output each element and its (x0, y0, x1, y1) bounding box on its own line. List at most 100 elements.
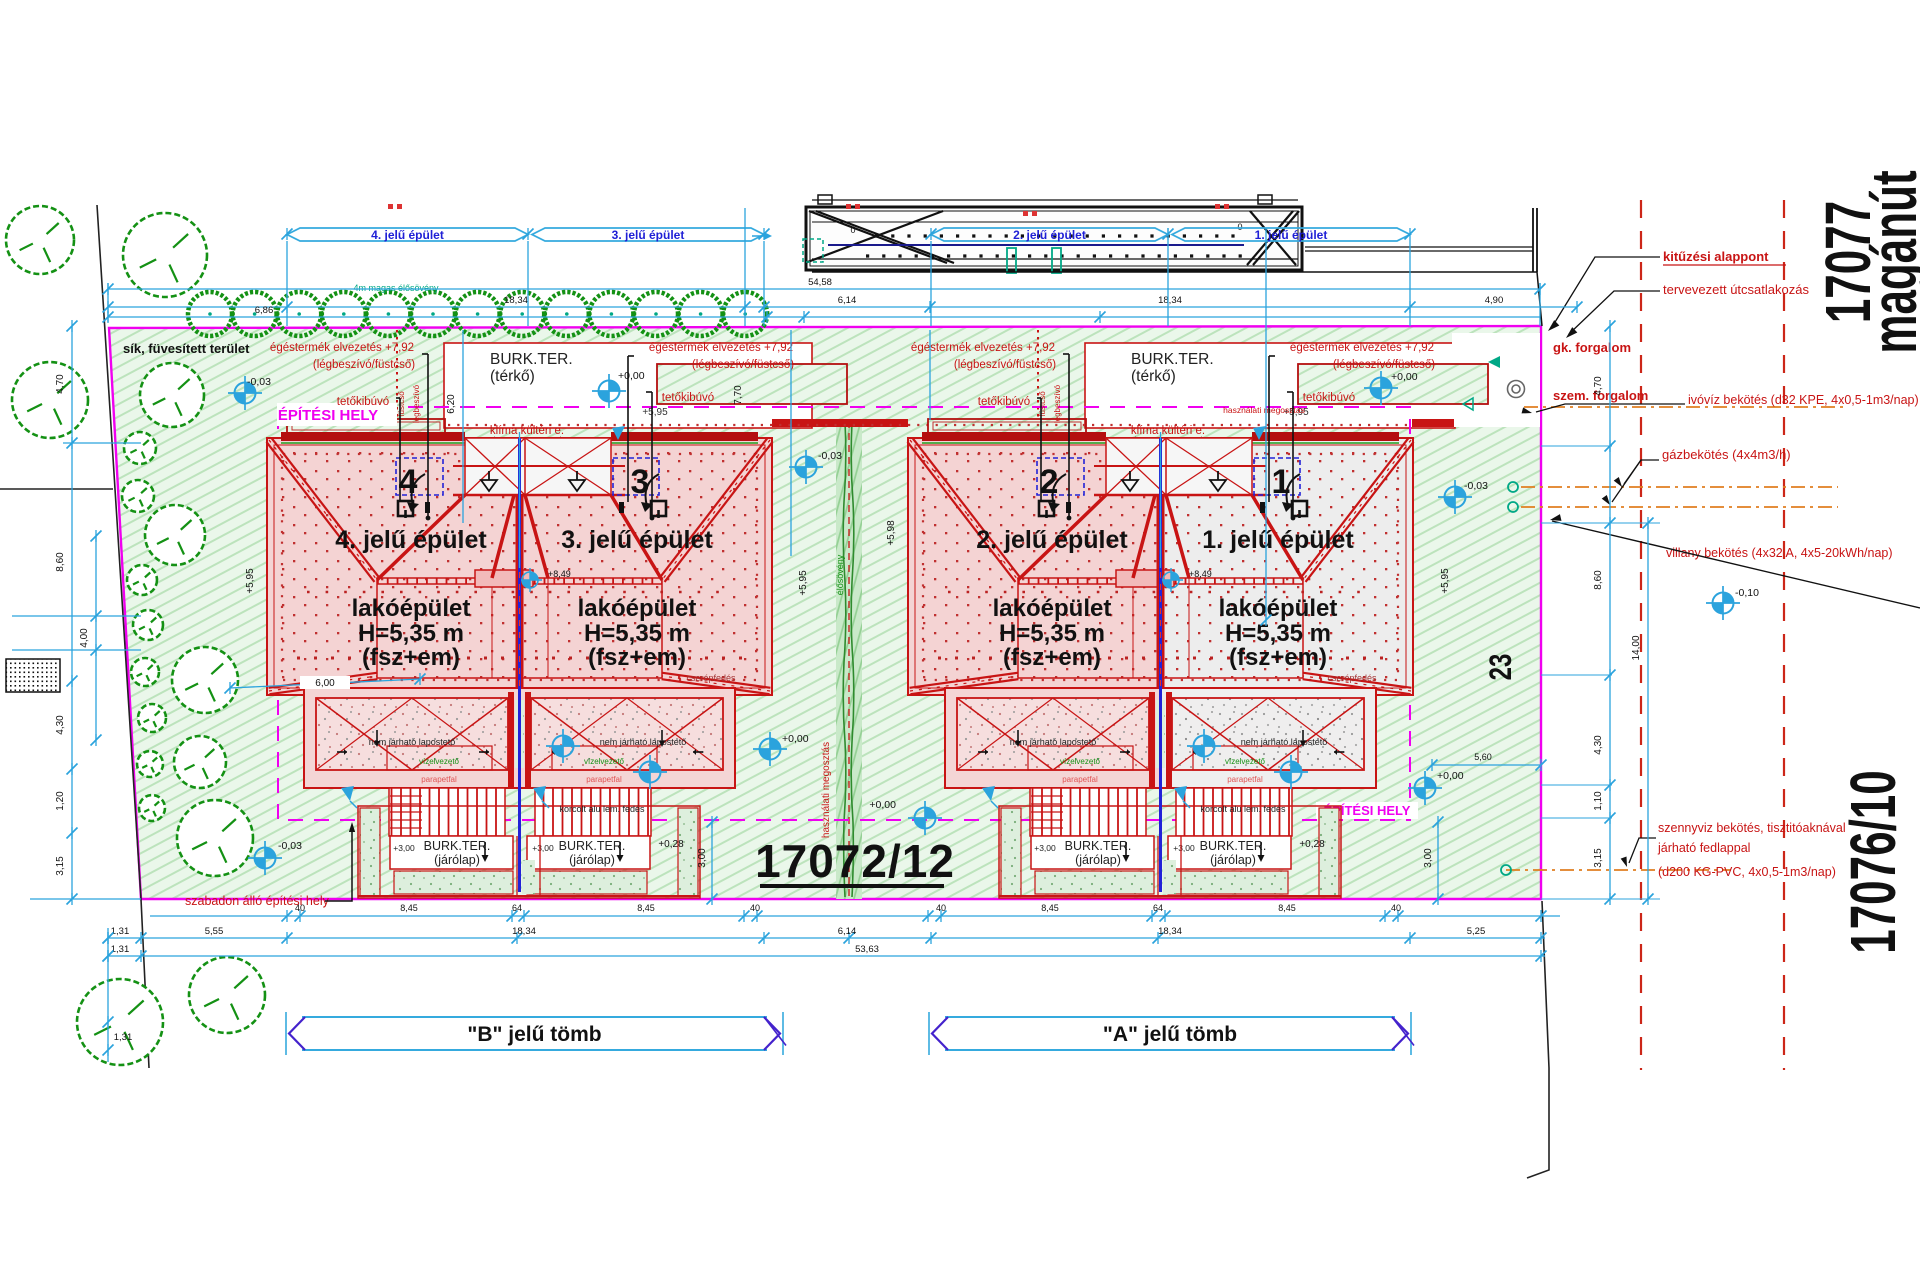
svg-text:lakóépület: lakóépület (352, 595, 471, 622)
svg-text:+5,95: +5,95 (1440, 568, 1451, 594)
svg-text:23: 23 (1483, 654, 1518, 681)
svg-text:(fsz+em): (fsz+em) (362, 644, 460, 671)
svg-text:54,58: 54,58 (808, 277, 832, 288)
svg-text:8,45: 8,45 (400, 903, 418, 913)
svg-text:6,86: 6,86 (255, 305, 274, 316)
svg-text:+0,00: +0,00 (869, 799, 896, 811)
svg-text:18,34: 18,34 (512, 926, 536, 937)
svg-text:ivóvíz bekötés (d32 KPE, 4x0,5: ivóvíz bekötés (d32 KPE, 4x0,5-1m3/nap) (1688, 393, 1919, 407)
svg-text:"B" jelű tömb: "B" jelű tömb (467, 1023, 601, 1046)
svg-text:korcolt alu lem. fedés: korcolt alu lem. fedés (559, 804, 645, 814)
svg-text:gk. forgalom: gk. forgalom (1553, 340, 1631, 355)
svg-text:(járólap): (járólap) (569, 853, 615, 867)
svg-text:+3,00: +3,00 (532, 843, 554, 853)
svg-text:18,34: 18,34 (504, 295, 528, 306)
svg-text:2. jelű épület: 2. jelű épület (976, 526, 1128, 554)
svg-text:(fsz+em): (fsz+em) (1003, 644, 1101, 671)
svg-text:3. jelű épület: 3. jelű épület (612, 228, 685, 242)
svg-text:-0,10: -0,10 (1735, 587, 1759, 599)
svg-text:"A" jelű tömb: "A" jelű tömb (1103, 1023, 1237, 1046)
svg-text:40: 40 (750, 903, 760, 913)
svg-text:64: 64 (512, 903, 522, 913)
svg-text:4. jelű épület: 4. jelű épület (371, 228, 444, 242)
svg-text:3. jelű épület: 3. jelű épület (561, 526, 713, 554)
svg-text:+3,00: +3,00 (1034, 843, 1056, 853)
svg-text:+0,00: +0,00 (618, 370, 645, 382)
svg-text:szennyviz bekötés, tisztitóakn: szennyviz bekötés, tisztitóaknával (1658, 821, 1846, 835)
svg-text:lakóépület: lakóépület (578, 595, 697, 622)
svg-text:(járólap): (járólap) (434, 853, 480, 867)
svg-text:6,00: 6,00 (315, 678, 335, 689)
svg-text:(légbeszívó/füstcső): (légbeszívó/füstcső) (313, 359, 415, 371)
svg-text:(d200 KG-PVC, 4x0,5-1m3/nap): (d200 KG-PVC, 4x0,5-1m3/nap) (1658, 865, 1836, 879)
svg-text:parapetfal: parapetfal (586, 775, 622, 784)
svg-text:4,70: 4,70 (1593, 376, 1604, 396)
svg-text:égéstermék elvezetés +7,92: égéstermék elvezetés +7,92 (911, 342, 1055, 354)
svg-text:1,10: 1,10 (1593, 791, 1604, 811)
svg-text:cserépfedés: cserépfedés (1327, 673, 1377, 683)
svg-text:BURK.TER.: BURK.TER. (1131, 351, 1214, 368)
svg-text:1,20: 1,20 (55, 791, 66, 811)
svg-text:4. jelű épület: 4. jelű épület (335, 526, 487, 554)
svg-text:nem járható lapostető: nem járható lapostető (600, 737, 687, 747)
svg-text:-0,03: -0,03 (247, 376, 271, 388)
svg-text:5,55: 5,55 (205, 926, 224, 937)
svg-text:villany bekötés (4x32 A, 4x5-2: villany bekötés (4x32 A, 4x5-20kWh/nap) (1666, 546, 1893, 560)
svg-text:17077: 17077 (1812, 201, 1884, 323)
svg-text:nem járható lapostető: nem járható lapostető (1010, 737, 1097, 747)
svg-text:(fsz+em): (fsz+em) (588, 644, 686, 671)
svg-text:1,31: 1,31 (111, 926, 130, 937)
svg-text:élősövény: élősövény (835, 554, 845, 595)
svg-text:(térkő): (térkő) (1131, 368, 1176, 385)
svg-text:BURK.TER.: BURK.TER. (1200, 839, 1267, 853)
svg-text:+0,28: +0,28 (658, 839, 684, 850)
svg-text:2. jelű épület: 2. jelű épület (1013, 228, 1086, 242)
svg-text:gázbekötés (4x4m3/h): gázbekötés (4x4m3/h) (1662, 447, 1791, 462)
svg-text:parapetfal: parapetfal (421, 775, 457, 784)
svg-text:BURK.TER.: BURK.TER. (490, 351, 573, 368)
svg-text:8,45: 8,45 (637, 903, 655, 913)
svg-text:-0,03: -0,03 (1464, 480, 1488, 492)
svg-text:szem. forgalom: szem. forgalom (1553, 388, 1648, 403)
svg-text:8,60: 8,60 (1593, 570, 1604, 590)
svg-text:(fsz+em): (fsz+em) (1229, 644, 1327, 671)
svg-text:BURK.TER.: BURK.TER. (1065, 839, 1132, 853)
svg-text:40: 40 (1391, 903, 1401, 913)
svg-text:tervevezett útcsatlakozás: tervevezett útcsatlakozás (1663, 282, 1809, 297)
svg-text:korcolt alu lem. fedés: korcolt alu lem. fedés (1200, 804, 1286, 814)
svg-text:(légbeszívó/füstcső): (légbeszívó/füstcső) (1333, 359, 1435, 371)
svg-text:H=5,35 m: H=5,35 m (1225, 620, 1331, 647)
svg-text:1,31: 1,31 (111, 944, 130, 955)
svg-text:+0,00: +0,00 (1437, 770, 1464, 782)
svg-text:4,90: 4,90 (1485, 295, 1504, 306)
svg-text:nem járható lapostető: nem járható lapostető (369, 737, 456, 747)
svg-text:7,70: 7,70 (733, 385, 744, 405)
svg-text:0: 0 (850, 225, 855, 235)
svg-text:parapetfal: parapetfal (1062, 775, 1098, 784)
svg-text:égéstermék elvezetés +7,92: égéstermék elvezetés +7,92 (649, 342, 793, 354)
svg-text:H=5,35 m: H=5,35 m (999, 620, 1105, 647)
svg-text:3,15: 3,15 (1593, 848, 1604, 868)
svg-text:légbeszívó: légbeszívó (1053, 384, 1062, 423)
svg-text:használati megosztás: használati megosztás (1223, 405, 1305, 415)
svg-text:tetőkibúvó: tetőkibúvó (662, 392, 714, 404)
svg-text:18,34: 18,34 (1158, 926, 1182, 937)
svg-text:tetőkibúvó: tetőkibúvó (337, 396, 389, 408)
svg-text:használati megosztás: használati megosztás (821, 742, 832, 838)
svg-text:füstcső: füstcső (1038, 391, 1047, 417)
svg-text:5,25: 5,25 (1467, 926, 1486, 937)
svg-text:kitűzési alappont: kitűzési alappont (1663, 249, 1769, 264)
svg-text:sík, füvesített terület: sík, füvesített terület (123, 341, 250, 356)
svg-text:4,00: 4,00 (79, 628, 90, 648)
svg-text:magánút: magánút (1858, 170, 1920, 353)
svg-text:18,34: 18,34 (1158, 295, 1182, 306)
svg-text:4,30: 4,30 (55, 715, 66, 735)
svg-text:3: 3 (631, 463, 650, 501)
svg-text:+8,49: +8,49 (548, 569, 571, 579)
svg-text:4,30: 4,30 (1593, 735, 1604, 755)
svg-text:légbeszívó: légbeszívó (412, 384, 421, 423)
svg-text:(járólap): (járólap) (1210, 853, 1256, 867)
svg-text:1: 1 (1272, 463, 1291, 501)
svg-text:17072/12: 17072/12 (755, 835, 955, 887)
svg-text:+8,49: +8,49 (1189, 569, 1212, 579)
